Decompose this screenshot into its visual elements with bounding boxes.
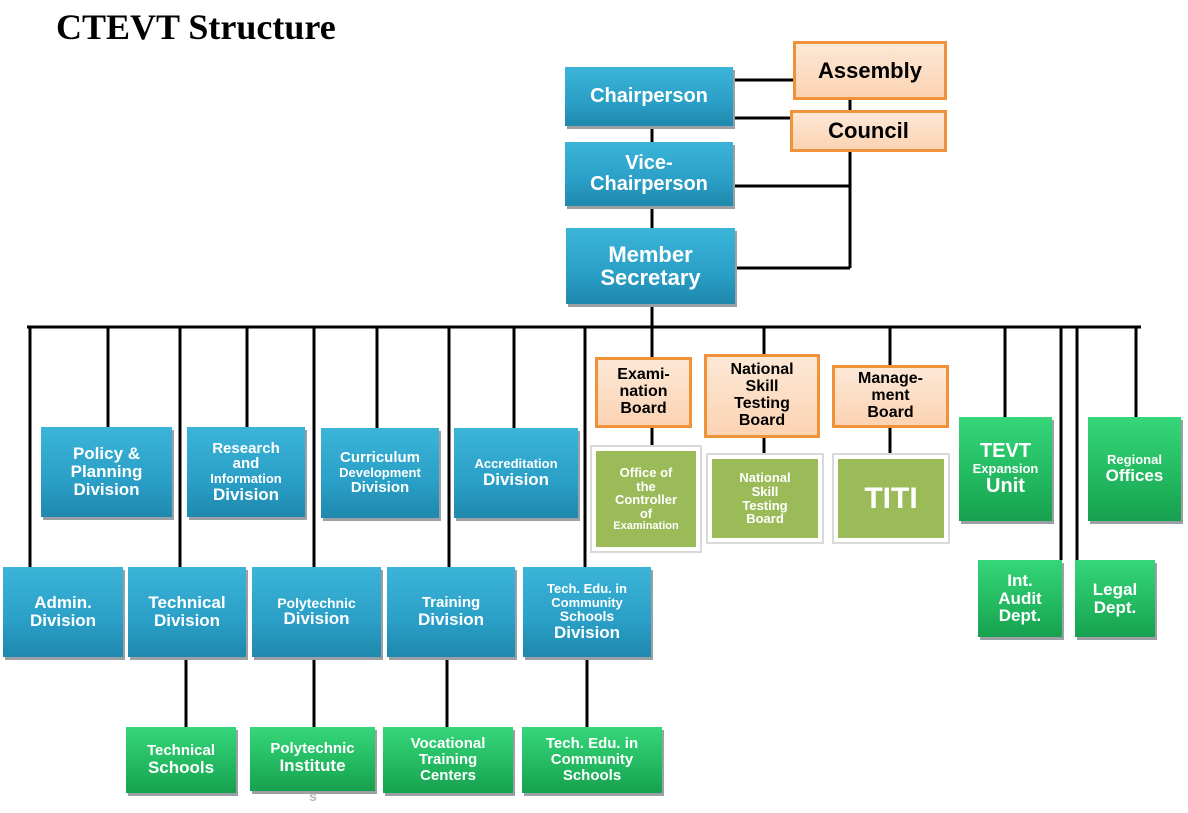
member-secretary-box: Member Secretary — [566, 228, 735, 304]
polytechnic-division-box: Polytechnic Division — [252, 567, 381, 657]
training-division-box: Training Division — [387, 567, 515, 657]
community-schools-box: Tech. Edu. in Community Schools — [522, 727, 662, 793]
management-board-box: Manage- ment Board — [832, 365, 949, 428]
policy-planning-division-box: Policy & Planning Division — [41, 427, 172, 517]
polytechnic-institutes-overflow-text: s — [309, 788, 317, 804]
regional-offices-box: Regional Offices — [1088, 417, 1181, 521]
vice-chairperson-box: Vice- Chairperson — [565, 142, 733, 206]
nstb-office-box: National Skill Testing Board — [708, 455, 822, 542]
page-title: CTEVT Structure — [56, 7, 336, 47]
tevt-expansion-unit-box: TEVT Expansion Unit — [959, 417, 1052, 521]
polytechnic-institutes-box: Polytechnic Institute — [250, 727, 375, 791]
office-controller-examination-box: Office of the Controller of Examination — [592, 447, 700, 551]
technical-division-box: Technical Division — [128, 567, 246, 657]
vocational-training-centers-box: Vocational Training Centers — [383, 727, 513, 793]
legal-dept-box: Legal Dept. — [1075, 560, 1155, 637]
council-box: Council — [790, 110, 947, 152]
internal-audit-dept-box: Int. Audit Dept. — [978, 560, 1062, 637]
community-schools-division-box: Tech. Edu. in Community Schools Division — [523, 567, 651, 657]
technical-schools-box: Technical Schools — [126, 727, 236, 793]
admin-division-box: Admin. Division — [3, 567, 123, 657]
research-information-division-box: Research and Information Division — [187, 427, 305, 517]
curriculum-development-division-box: Curriculum Development Division — [321, 428, 439, 518]
assembly-box: Assembly — [793, 41, 947, 100]
titi-box: TITI — [834, 455, 948, 542]
examination-board-box: Exami- nation Board — [595, 357, 692, 428]
chairperson-box: Chairperson — [565, 67, 733, 126]
accreditation-division-box: Accreditation Division — [454, 428, 578, 518]
national-skill-testing-board-box: National Skill Testing Board — [704, 354, 820, 438]
